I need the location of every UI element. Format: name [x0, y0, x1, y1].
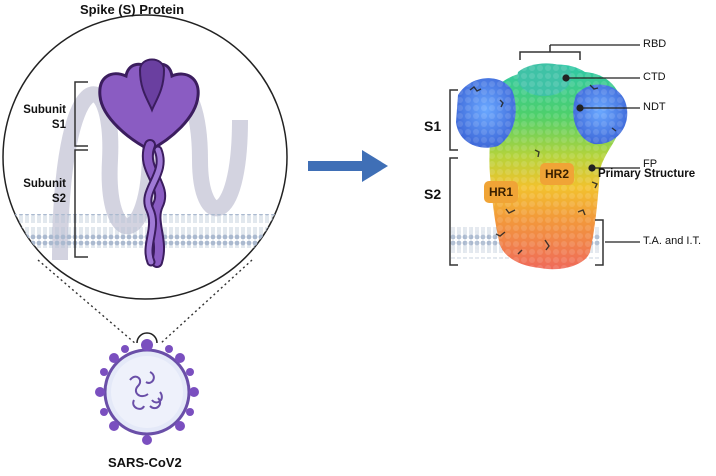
subunit-s1-code: S1 [51, 119, 66, 131]
callout-ndt: NDT [643, 101, 666, 113]
spike-title: Spike (S) Protein [80, 2, 185, 17]
virus-label: SARS-CoV2 [108, 455, 182, 470]
subunit-s1-word: Subunit [23, 104, 66, 116]
spike-protein-icon [98, 58, 200, 268]
subunit-s2-code: S2 [51, 193, 66, 205]
arrow-right-icon [308, 150, 388, 182]
hr2-badge: HR2 [540, 163, 574, 185]
hr1-badge: HR1 [484, 181, 518, 203]
subunit-s1-label: Subunit S1 [20, 103, 66, 133]
s1-region-label: S1 [424, 118, 442, 134]
membrane-icon [14, 214, 276, 248]
spike-zoom-circle [2, 14, 288, 300]
callout-ctd: CTD [643, 71, 666, 83]
s2-region-label: S2 [424, 186, 442, 202]
zoom-lines [37, 259, 253, 345]
callout-lines [550, 44, 640, 243]
virus-icon [95, 332, 199, 445]
callout-fp: FP [643, 158, 658, 170]
region-brackets [449, 45, 604, 266]
subunit-brackets [74, 81, 88, 258]
callout-primary-structure: Primary Structure [598, 168, 696, 180]
callout-rbd: RBD [643, 38, 667, 50]
callout-ta-it: T.A. and I.T. [643, 235, 702, 247]
subunit-s2-word: Subunit [23, 178, 66, 190]
subunit-s2-label: Subunit S2 [20, 177, 66, 207]
